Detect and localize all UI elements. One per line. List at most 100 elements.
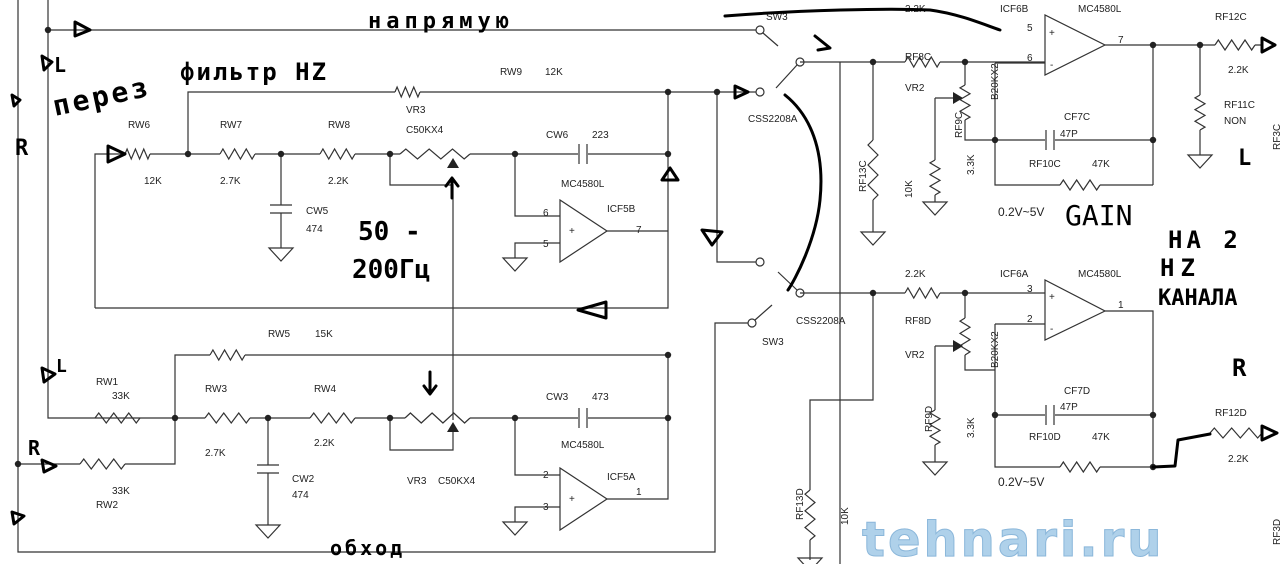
svg-text:-: - — [1050, 60, 1053, 71]
resistor-rw7 — [219, 147, 256, 161]
resistor-rf12d — [1209, 427, 1263, 439]
junction-dot — [713, 88, 721, 96]
opamp-icf5b: + — [559, 198, 609, 264]
marker-out-right: R — [1232, 354, 1247, 382]
resistor-rf13c — [867, 139, 879, 201]
label-cf7c: CF7C — [1064, 112, 1090, 123]
value-rf9c: 3.3K — [966, 154, 977, 175]
label-cw6: CW6 — [546, 130, 569, 141]
resistor-rf9d — [928, 409, 942, 446]
pin-2-f6a: 2 — [1027, 314, 1033, 325]
marker-right-top: R — [15, 136, 29, 161]
ground-icon — [501, 521, 529, 536]
pin-6-f6b: 6 — [1027, 53, 1033, 64]
switch-sw3-top[interactable] — [755, 25, 779, 47]
junction-dot — [386, 414, 394, 422]
marker-out-left: L — [1238, 146, 1251, 171]
label-icf6a: ICF6A — [1000, 269, 1029, 280]
value-rf10c: 47K — [1092, 159, 1110, 170]
note-through-filter: перез — [50, 70, 154, 123]
svg-text:+: + — [1049, 28, 1055, 39]
label-rf11c: RF11C — [1224, 100, 1255, 111]
ground-icon — [1186, 154, 1214, 169]
pin-3: 3 — [543, 502, 549, 513]
resistor-rf8d — [904, 286, 941, 300]
label-vr2-lower: VR2 — [905, 350, 925, 361]
junction-dot — [277, 150, 285, 158]
note-freq-b: 200Гц — [352, 255, 430, 285]
svg-text:+: + — [1049, 292, 1055, 303]
value-rw6: 12K — [144, 176, 162, 187]
capacitor-cf7c — [1045, 130, 1055, 150]
label-css2208a-bottom: CSS2208A — [796, 316, 846, 327]
junction-dot — [664, 414, 672, 422]
pin-5-f6b: 5 — [1027, 23, 1033, 34]
value-cw6: 223 — [592, 130, 609, 141]
label-rf13c: RF13C — [858, 160, 869, 192]
switch-sw3-bottom[interactable] — [747, 304, 773, 328]
gain-range-upper: 0.2V~5V — [998, 205, 1044, 219]
ground-icon — [921, 461, 949, 476]
wiper-arrow-icon — [953, 340, 963, 352]
upper-amp-labels: 2.2K RF8C VR2 ICF6B MC4580L B20KX2 RF9C … — [858, 4, 1280, 219]
note-bypass: обход — [330, 536, 405, 560]
capacitor-cw3 — [578, 408, 588, 428]
value-cw5: 474 — [306, 224, 323, 235]
note-direct: напрямую — [368, 9, 514, 34]
ground-icon — [859, 231, 887, 246]
value-rf10d: 47K — [1092, 432, 1110, 443]
junction-dot — [14, 460, 22, 468]
capacitor-cf7d — [1045, 405, 1055, 425]
value-rw7: 2.7K — [220, 176, 241, 187]
label-rw1: RW1 — [96, 377, 118, 388]
value-cw2: 474 — [292, 490, 309, 501]
label-vr3-bottom: VR3 — [407, 476, 427, 487]
junction-dot — [1149, 41, 1157, 49]
junction-dots — [14, 26, 1204, 471]
svg-text:-: - — [1050, 324, 1053, 335]
label-rw3: RW3 — [205, 384, 227, 395]
junction-dot — [961, 58, 969, 66]
junction-dot — [869, 289, 877, 297]
value-cf7c: 47P — [1060, 129, 1078, 140]
ground-icon — [921, 201, 949, 216]
junction-dot — [991, 411, 999, 419]
marker-left-mid: L — [56, 356, 67, 377]
label-ic-type-f5a: MC4580L — [561, 440, 605, 451]
ground-icon — [254, 524, 282, 539]
junction-dot — [511, 150, 519, 158]
label-rf12c: RF12C — [1215, 12, 1247, 23]
switch-css2208a-bottom[interactable] — [755, 257, 805, 298]
resistor-rf11c — [1193, 94, 1207, 131]
value-10k-lower: 10K — [840, 507, 851, 525]
value-cw3: 473 — [592, 392, 609, 403]
junction-dot — [869, 58, 877, 66]
potentiometer-vr2-upper — [958, 84, 972, 121]
potentiometer-vr2-lower — [958, 317, 972, 356]
label-rf10c: RF10C — [1029, 159, 1061, 170]
value-rf11c: NON — [1224, 116, 1246, 127]
resistor-rw8 — [319, 147, 356, 161]
value-rw1: 33K — [112, 391, 130, 402]
label-rf10d: RF10D — [1029, 432, 1061, 443]
label-css2208a-top: CSS2208A — [748, 114, 798, 125]
resistor-rf10c — [1059, 178, 1101, 192]
resistor-rw5 — [209, 348, 246, 362]
value-vr2-lower: B20KX2 — [990, 331, 1001, 368]
note-channel: КАНАЛА — [1158, 286, 1237, 311]
wiper-arrow-icon — [953, 92, 963, 104]
marker-left-top: L — [54, 53, 66, 77]
label-rw5: RW5 — [268, 329, 290, 340]
note-freq-a: 50 - — [358, 217, 421, 247]
resistor-rw1 — [94, 412, 141, 424]
value-rf9d: 3.3K — [966, 417, 977, 438]
switch-css2208a-top[interactable] — [755, 57, 805, 97]
note-hz: HZ — [1160, 254, 1201, 282]
watermark: tehnari.ru — [862, 512, 1164, 564]
resistor-rw6 — [124, 147, 151, 161]
label-cw3: CW3 — [546, 392, 569, 403]
resistor-rw3 — [204, 412, 251, 424]
value-10k-upper: 10K — [904, 180, 915, 198]
